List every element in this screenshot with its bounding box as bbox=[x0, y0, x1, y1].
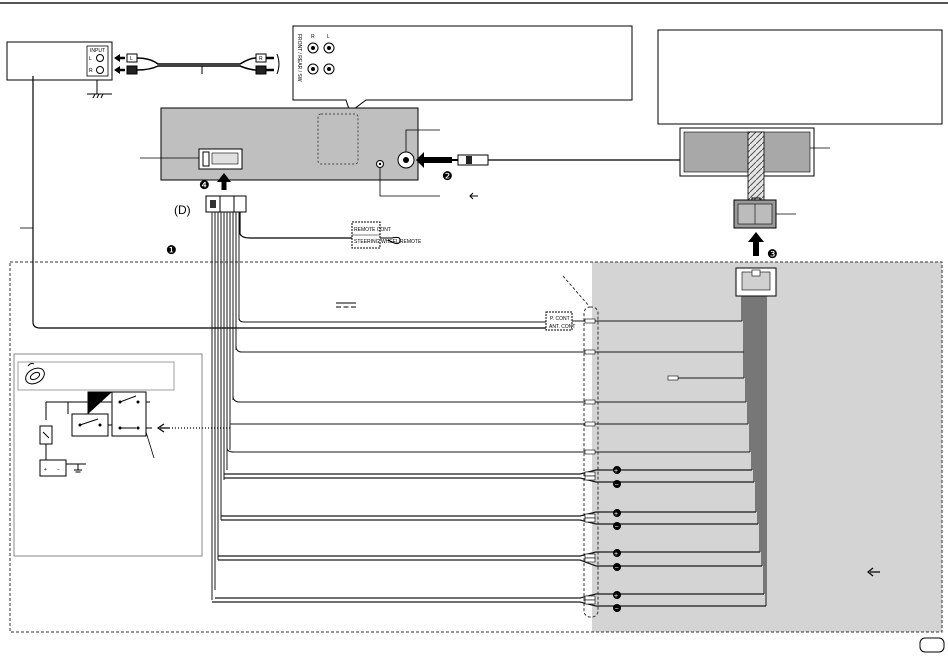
ignition-switch-inset: + − bbox=[13, 353, 203, 557]
connector-arrow-4: ❹ bbox=[199, 173, 231, 192]
polarity-marks: + − + − + − + − bbox=[613, 466, 621, 613]
remote-cont-text: REMOTE CONT bbox=[354, 227, 391, 233]
head-unit-rear bbox=[140, 107, 478, 200]
plus-mark: + bbox=[614, 593, 618, 600]
dc-symbol bbox=[336, 302, 356, 308]
step-1-marker: ❶ bbox=[166, 243, 177, 257]
vehicle-side-area bbox=[592, 262, 942, 632]
minus-mark: − bbox=[615, 482, 619, 489]
vehicle-antenna-unit bbox=[679, 127, 830, 203]
plus-mark: + bbox=[614, 468, 618, 475]
rca-plug-left: L bbox=[130, 56, 133, 62]
minus-mark: − bbox=[615, 606, 619, 613]
amp-input-label: INPUT bbox=[90, 48, 105, 54]
bundle-leader bbox=[562, 275, 590, 307]
ant-cont-tag-top: P. CONT bbox=[550, 316, 570, 322]
ant-cont-tag-bottom: ANT. CONT bbox=[549, 324, 575, 330]
connector-d-label: (D) bbox=[174, 203, 191, 217]
remote-cont-plug: REMOTE CONT STEERING WHEEL REMOTE bbox=[239, 212, 422, 249]
preout-l: L bbox=[327, 34, 330, 40]
rca-cable: L R bbox=[114, 53, 280, 75]
wire-bundle-marker bbox=[583, 306, 599, 618]
page-badge bbox=[919, 637, 945, 653]
harness-connectors: (D) bbox=[174, 195, 247, 217]
front-rear-label: FRONT / REAR / SW bbox=[296, 34, 302, 82]
amp-channel-right: R bbox=[89, 68, 93, 74]
svg-text:−: − bbox=[57, 467, 60, 473]
amplifier: INPUT L R bbox=[6, 41, 113, 99]
step-3-marker: ❸ bbox=[767, 247, 778, 261]
key-icon bbox=[25, 362, 45, 385]
vehicle-connector: ❸ bbox=[733, 199, 796, 261]
amp-remote-wire bbox=[32, 82, 546, 329]
preout-callout: FRONT / REAR / SW R L bbox=[292, 25, 633, 113]
svg-text:+: + bbox=[44, 467, 47, 473]
step-2-marker: ❷ bbox=[442, 169, 453, 183]
vehicle-info-box bbox=[657, 29, 943, 125]
main-boundary bbox=[9, 261, 943, 633]
rca-plug-right: R bbox=[259, 56, 263, 62]
plus-mark: + bbox=[614, 511, 618, 518]
step-4-marker: ❹ bbox=[199, 178, 210, 192]
harness-bundle bbox=[211, 212, 240, 600]
bullet-terminals bbox=[584, 318, 679, 605]
plus-mark: + bbox=[614, 551, 618, 558]
minus-mark: − bbox=[615, 524, 619, 531]
vehicle-harness bbox=[735, 267, 777, 606]
steering-wheel-text: STEERING WHEEL REMOTE bbox=[354, 239, 422, 245]
bottom-right-arrow bbox=[867, 567, 880, 577]
preout-r: R bbox=[311, 34, 315, 40]
amp-channel-left: L bbox=[89, 56, 92, 62]
minus-mark: − bbox=[615, 565, 619, 572]
